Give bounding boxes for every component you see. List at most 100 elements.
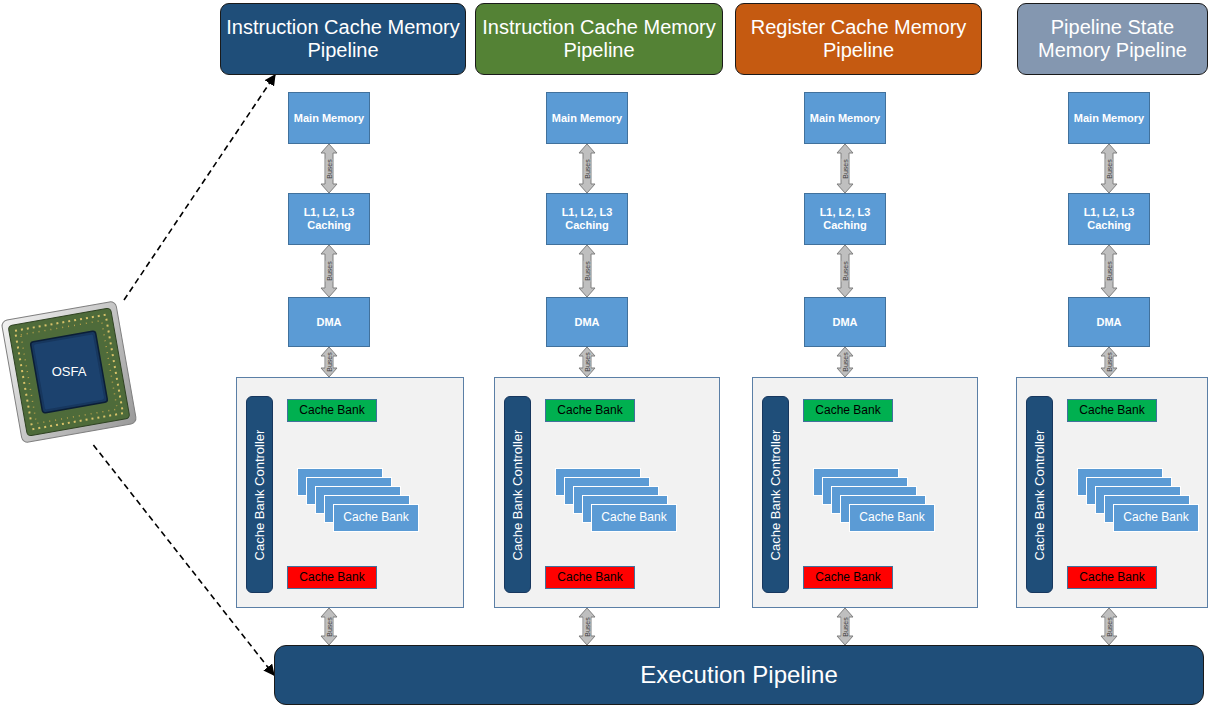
bus-arrow [579, 144, 595, 193]
bus-arrow [321, 144, 337, 193]
vertical-label: Cache Bank Controller [768, 429, 783, 560]
box-label: Main Memory [1074, 112, 1144, 125]
box-label: L1, L2, L3 Caching [293, 206, 365, 231]
bus-label: Buses [584, 158, 591, 179]
controller-bar: Cache Bank Controller [1026, 396, 1053, 593]
cache-panel: Cache Bank ControllerCache BankCache Ban… [1016, 377, 1208, 608]
memory-box: DMA [288, 297, 370, 347]
cache-bank-green: Cache Bank [545, 399, 635, 422]
bus-arrow [1101, 245, 1117, 297]
bus-arrow [837, 144, 853, 193]
box-label: Cache Bank [557, 571, 622, 585]
cache-bank-green: Cache Bank [803, 399, 893, 422]
box-label: L1, L2, L3 Caching [1073, 206, 1145, 231]
execution-band: Execution Pipeline [274, 645, 1204, 705]
box-label: DMA [1096, 316, 1121, 329]
box-label: Execution Pipeline [640, 661, 837, 689]
box-label: Cache Bank [601, 511, 666, 525]
memory-box: Main Memory [1068, 92, 1150, 144]
box-label: Cache Bank [1079, 571, 1144, 585]
bus-label: Buses [842, 616, 849, 637]
bus-label: Buses [1106, 616, 1113, 637]
memory-box: DMA [804, 297, 886, 347]
box-label: OSFA [52, 365, 87, 380]
pipeline-title: Instruction Cache Memory Pipeline [220, 3, 466, 75]
box-label: Cache Bank [815, 404, 880, 418]
bus-arrow [321, 608, 337, 645]
cache-bank-green: Cache Bank [287, 399, 377, 422]
bus-arrow [1101, 144, 1117, 193]
memory-box: L1, L2, L3 Caching [1068, 193, 1150, 245]
box-label: Main Memory [294, 112, 364, 125]
memory-box: DMA [546, 297, 628, 347]
chip-body [1, 301, 137, 443]
box-label: Pipeline State Memory Pipeline [1022, 16, 1203, 62]
bus-arrow [579, 347, 595, 377]
controller-bar: Cache Bank Controller [762, 396, 789, 593]
bus-arrow [579, 608, 595, 645]
bus-label: Buses [1106, 260, 1113, 281]
box-label: DMA [316, 316, 341, 329]
box-label: Instruction Cache Memory Pipeline [480, 16, 718, 62]
bus-label: Buses [584, 616, 591, 637]
cache-panel: Cache Bank ControllerCache BankCache Ban… [236, 377, 464, 608]
memory-box: L1, L2, L3 Caching [546, 193, 628, 245]
vertical-label: Cache Bank Controller [1032, 429, 1047, 560]
box-label: Cache Bank [343, 511, 408, 525]
cache-panel: Cache Bank ControllerCache BankCache Ban… [494, 377, 720, 608]
memory-box: Main Memory [546, 92, 628, 144]
memory-box: DMA [1068, 297, 1150, 347]
memory-box: Main Memory [804, 92, 886, 144]
cache-panel: Cache Bank ControllerCache BankCache Ban… [752, 377, 978, 608]
box-label: Register Cache Memory Pipeline [740, 16, 977, 62]
box-label: Cache Bank [557, 404, 622, 418]
bus-arrow [837, 608, 853, 645]
cache-bank-green: Cache Bank [1067, 399, 1157, 422]
cache-bank-red: Cache Bank [1067, 566, 1157, 589]
box-label: Cache Bank [1123, 511, 1188, 525]
bus-arrow [837, 347, 853, 377]
box-label: Main Memory [810, 112, 880, 125]
box-label: Cache Bank [859, 511, 924, 525]
bus-arrow [321, 347, 337, 377]
box-label: DMA [574, 316, 599, 329]
cache-bank: Cache Bank [849, 504, 935, 532]
pipeline-title: Instruction Cache Memory Pipeline [475, 3, 723, 75]
memory-box: L1, L2, L3 Caching [288, 193, 370, 245]
memory-box: L1, L2, L3 Caching [804, 193, 886, 245]
bus-arrow [321, 245, 337, 297]
chip-label-area: OSFA [8, 300, 130, 445]
box-label: L1, L2, L3 Caching [551, 206, 623, 231]
controller-bar: Cache Bank Controller [504, 396, 531, 593]
bus-label: Buses [1106, 158, 1113, 179]
box-label: Cache Bank [815, 571, 880, 585]
cache-bank: Cache Bank [333, 504, 419, 532]
bus-label: Buses [1106, 351, 1113, 372]
dashed-pointer [124, 75, 275, 300]
bus-label: Buses [584, 351, 591, 372]
bus-label: Buses [326, 616, 333, 637]
cache-bank-red: Cache Bank [287, 566, 377, 589]
cache-bank: Cache Bank [1113, 504, 1199, 532]
bus-label: Buses [842, 351, 849, 372]
pipeline-title: Register Cache Memory Pipeline [735, 3, 982, 75]
box-label: Cache Bank [299, 571, 364, 585]
bus-arrow [837, 245, 853, 297]
pipeline-title: Pipeline State Memory Pipeline [1017, 3, 1208, 75]
box-label: Cache Bank [299, 404, 364, 418]
controller-bar: Cache Bank Controller [246, 396, 273, 593]
cache-bank-red: Cache Bank [803, 566, 893, 589]
box-label: DMA [832, 316, 857, 329]
box-label: L1, L2, L3 Caching [809, 206, 881, 231]
bus-label: Buses [842, 158, 849, 179]
bus-label: Buses [584, 260, 591, 281]
bus-label: Buses [326, 260, 333, 281]
cache-bank-red: Cache Bank [545, 566, 635, 589]
box-label: Cache Bank [1079, 404, 1144, 418]
bus-label: Buses [326, 351, 333, 372]
bus-label: Buses [842, 260, 849, 281]
box-label: Main Memory [552, 112, 622, 125]
memory-box: Main Memory [288, 92, 370, 144]
box-label: Instruction Cache Memory Pipeline [225, 16, 461, 62]
bus-arrow [1101, 347, 1117, 377]
